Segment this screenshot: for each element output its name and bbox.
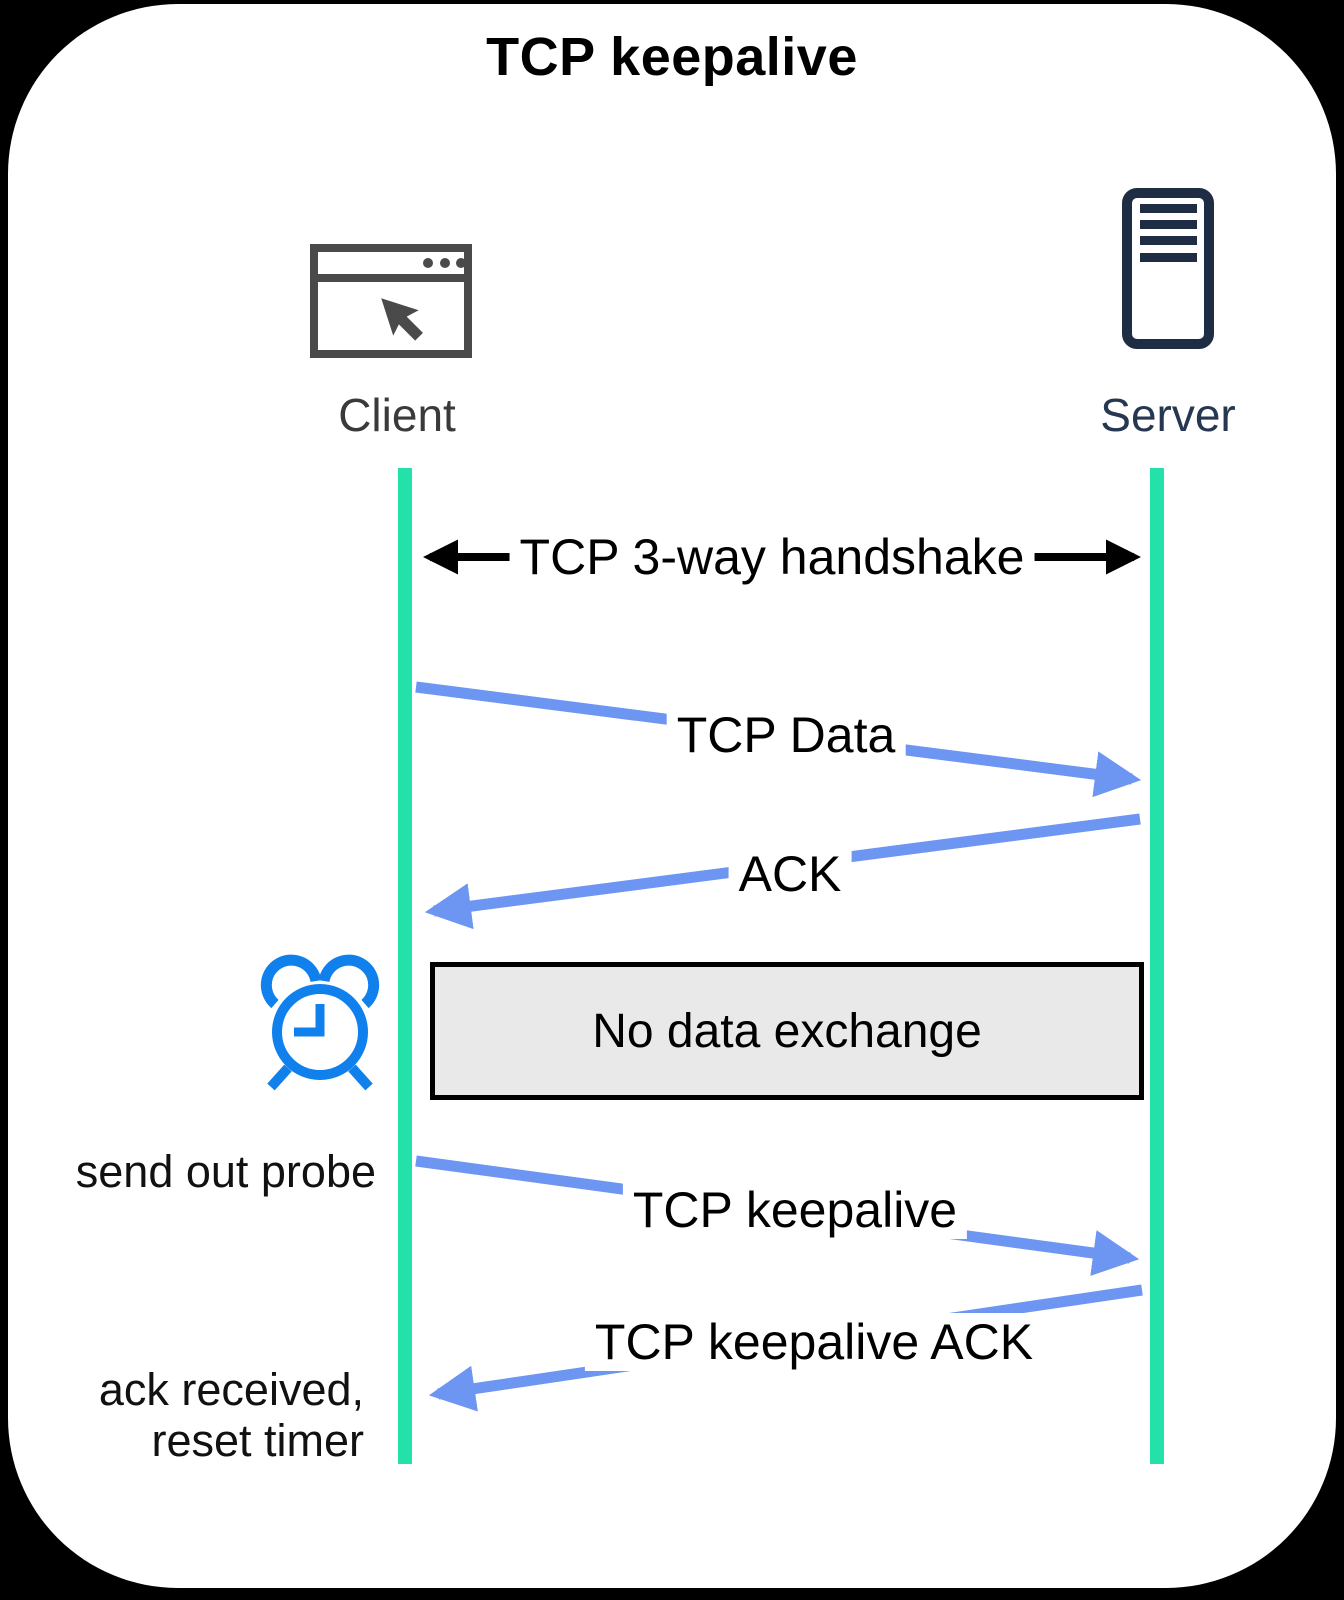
tcp-data-label: TCP Data	[666, 706, 906, 764]
no-data-exchange-note: No data exchange	[430, 962, 1144, 1100]
send-out-probe-label: send out probe	[75, 1146, 376, 1197]
server-label: Server	[1100, 389, 1236, 441]
tcp-keepalive-ack-label: TCP keepalive ACK	[584, 1313, 1044, 1371]
ack-received-line1: ack received,	[98, 1364, 364, 1415]
no-data-exchange-text: No data exchange	[592, 1004, 982, 1058]
ack-received-label: ack received, reset timer	[99, 1364, 364, 1466]
alarm-clock-icon	[260, 954, 380, 1091]
cursor-arrow-icon	[381, 298, 423, 341]
tcp-keepalive-label: TCP keepalive	[622, 1181, 968, 1239]
handshake-label: TCP 3-way handshake	[509, 528, 1035, 586]
ack-received-line2: reset timer	[151, 1415, 364, 1466]
server-tower-icon	[1122, 188, 1214, 349]
client-label: Client	[338, 389, 456, 441]
browser-window-icon	[310, 244, 472, 358]
diagram-title: TCP keepalive	[486, 27, 858, 87]
ack-label: ACK	[728, 845, 852, 903]
